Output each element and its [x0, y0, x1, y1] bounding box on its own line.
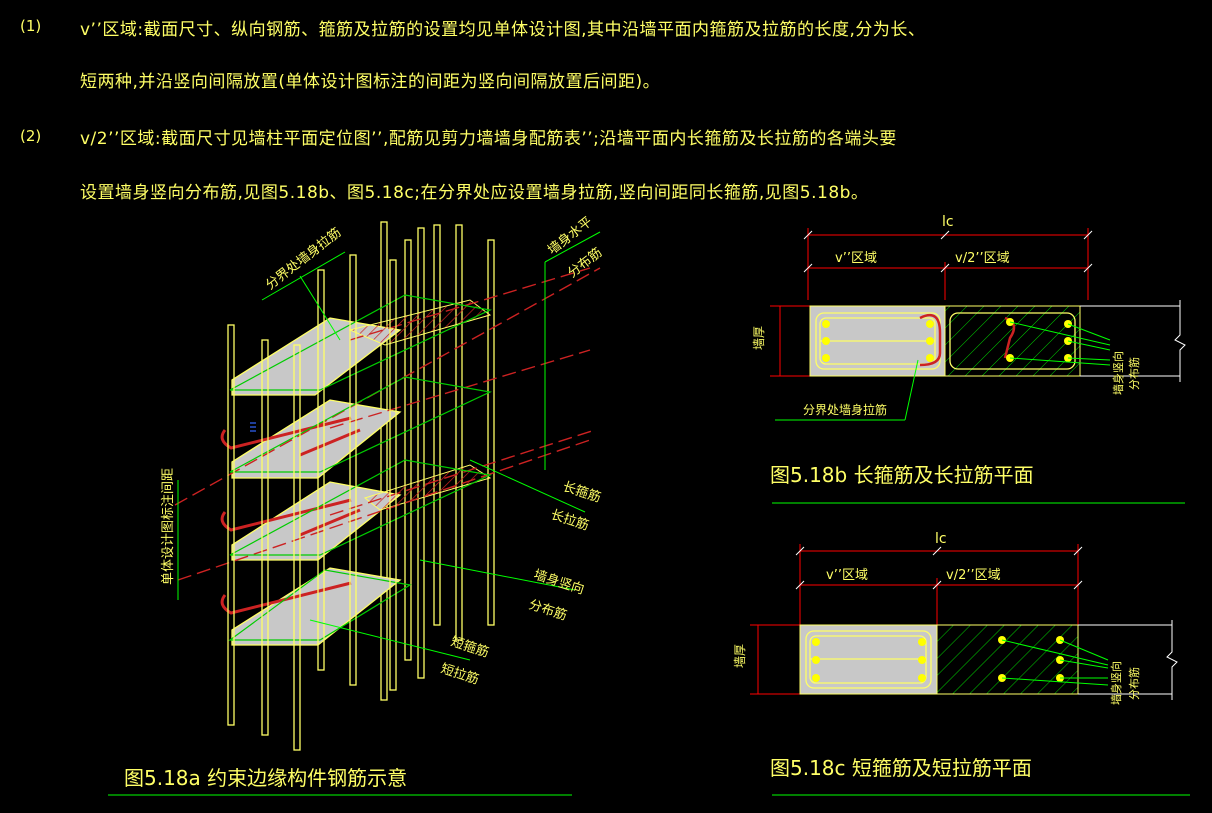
note-1-line-1: v’’区域:截面尺寸、纵向钢筋、箍筋及拉筋的设置均见单体设计图,其中沿墙平面内箍… — [80, 20, 926, 40]
dim-thickness-c: 墙厚 — [733, 644, 747, 668]
stirrup-outlines — [228, 294, 492, 641]
note-2-number: (2) — [20, 127, 42, 145]
dim-thickness-b: 墙厚 — [752, 326, 766, 350]
caption-5-18b: 图5.18b 长箍筋及长拉筋平面 — [770, 463, 1034, 487]
note-2-line-2: 设置墙身竖向分布筋,见图5.18b、图5.18c;在分界处应设置墙身拉筋,竖向间… — [80, 183, 869, 203]
note-1-line-2: 短两种,并沿竖向间隔放置(单体设计图标注的间距为竖向间隔放置后间距)。 — [80, 72, 661, 92]
dim-lc-c: lc — [935, 531, 947, 547]
dim-zone1-c: v’’区域 — [826, 568, 868, 583]
dim-lc-b: lc — [942, 214, 954, 230]
leader-lines-a — [177, 231, 601, 661]
vertical-rebars-front — [227, 254, 397, 751]
section-hatched-c — [936, 624, 1079, 695]
caption-5-18a: 图5.18a 约束边缘构件钢筋示意 — [124, 766, 407, 790]
label-vert-dist-b-1: 墙身竖向 — [1111, 351, 1125, 395]
dim-zone2-c: v/2’’区域 — [946, 568, 1001, 583]
label-boundary-tie-b: 分界处墙身拉筋 — [803, 402, 887, 417]
caption-5-18c: 图5.18c 短箍筋及短拉筋平面 — [770, 756, 1032, 780]
label-vert-dist-b-2: 分布筋 — [1127, 357, 1141, 390]
blue-marker — [250, 422, 256, 432]
label-spacing: 单体设计图标注间距 — [161, 468, 176, 585]
note-1-number: (1) — [20, 17, 42, 35]
note-2-line-1: v/2’’区域:截面尺寸见墙柱平面定位图’’,配筋见剪力墙墙身配筋表’’;沿墙平… — [80, 129, 897, 149]
dim-zone2-b: v/2’’区域 — [955, 251, 1010, 266]
section-hatched-b — [944, 305, 1081, 377]
dim-zone1-b: v’’区域 — [835, 251, 877, 266]
vertical-rebars-back — [380, 221, 495, 701]
label-vert-dist-c-2: 分布筋 — [1127, 667, 1141, 700]
label-vert-dist-c-1: 墙身竖向 — [1109, 661, 1123, 705]
